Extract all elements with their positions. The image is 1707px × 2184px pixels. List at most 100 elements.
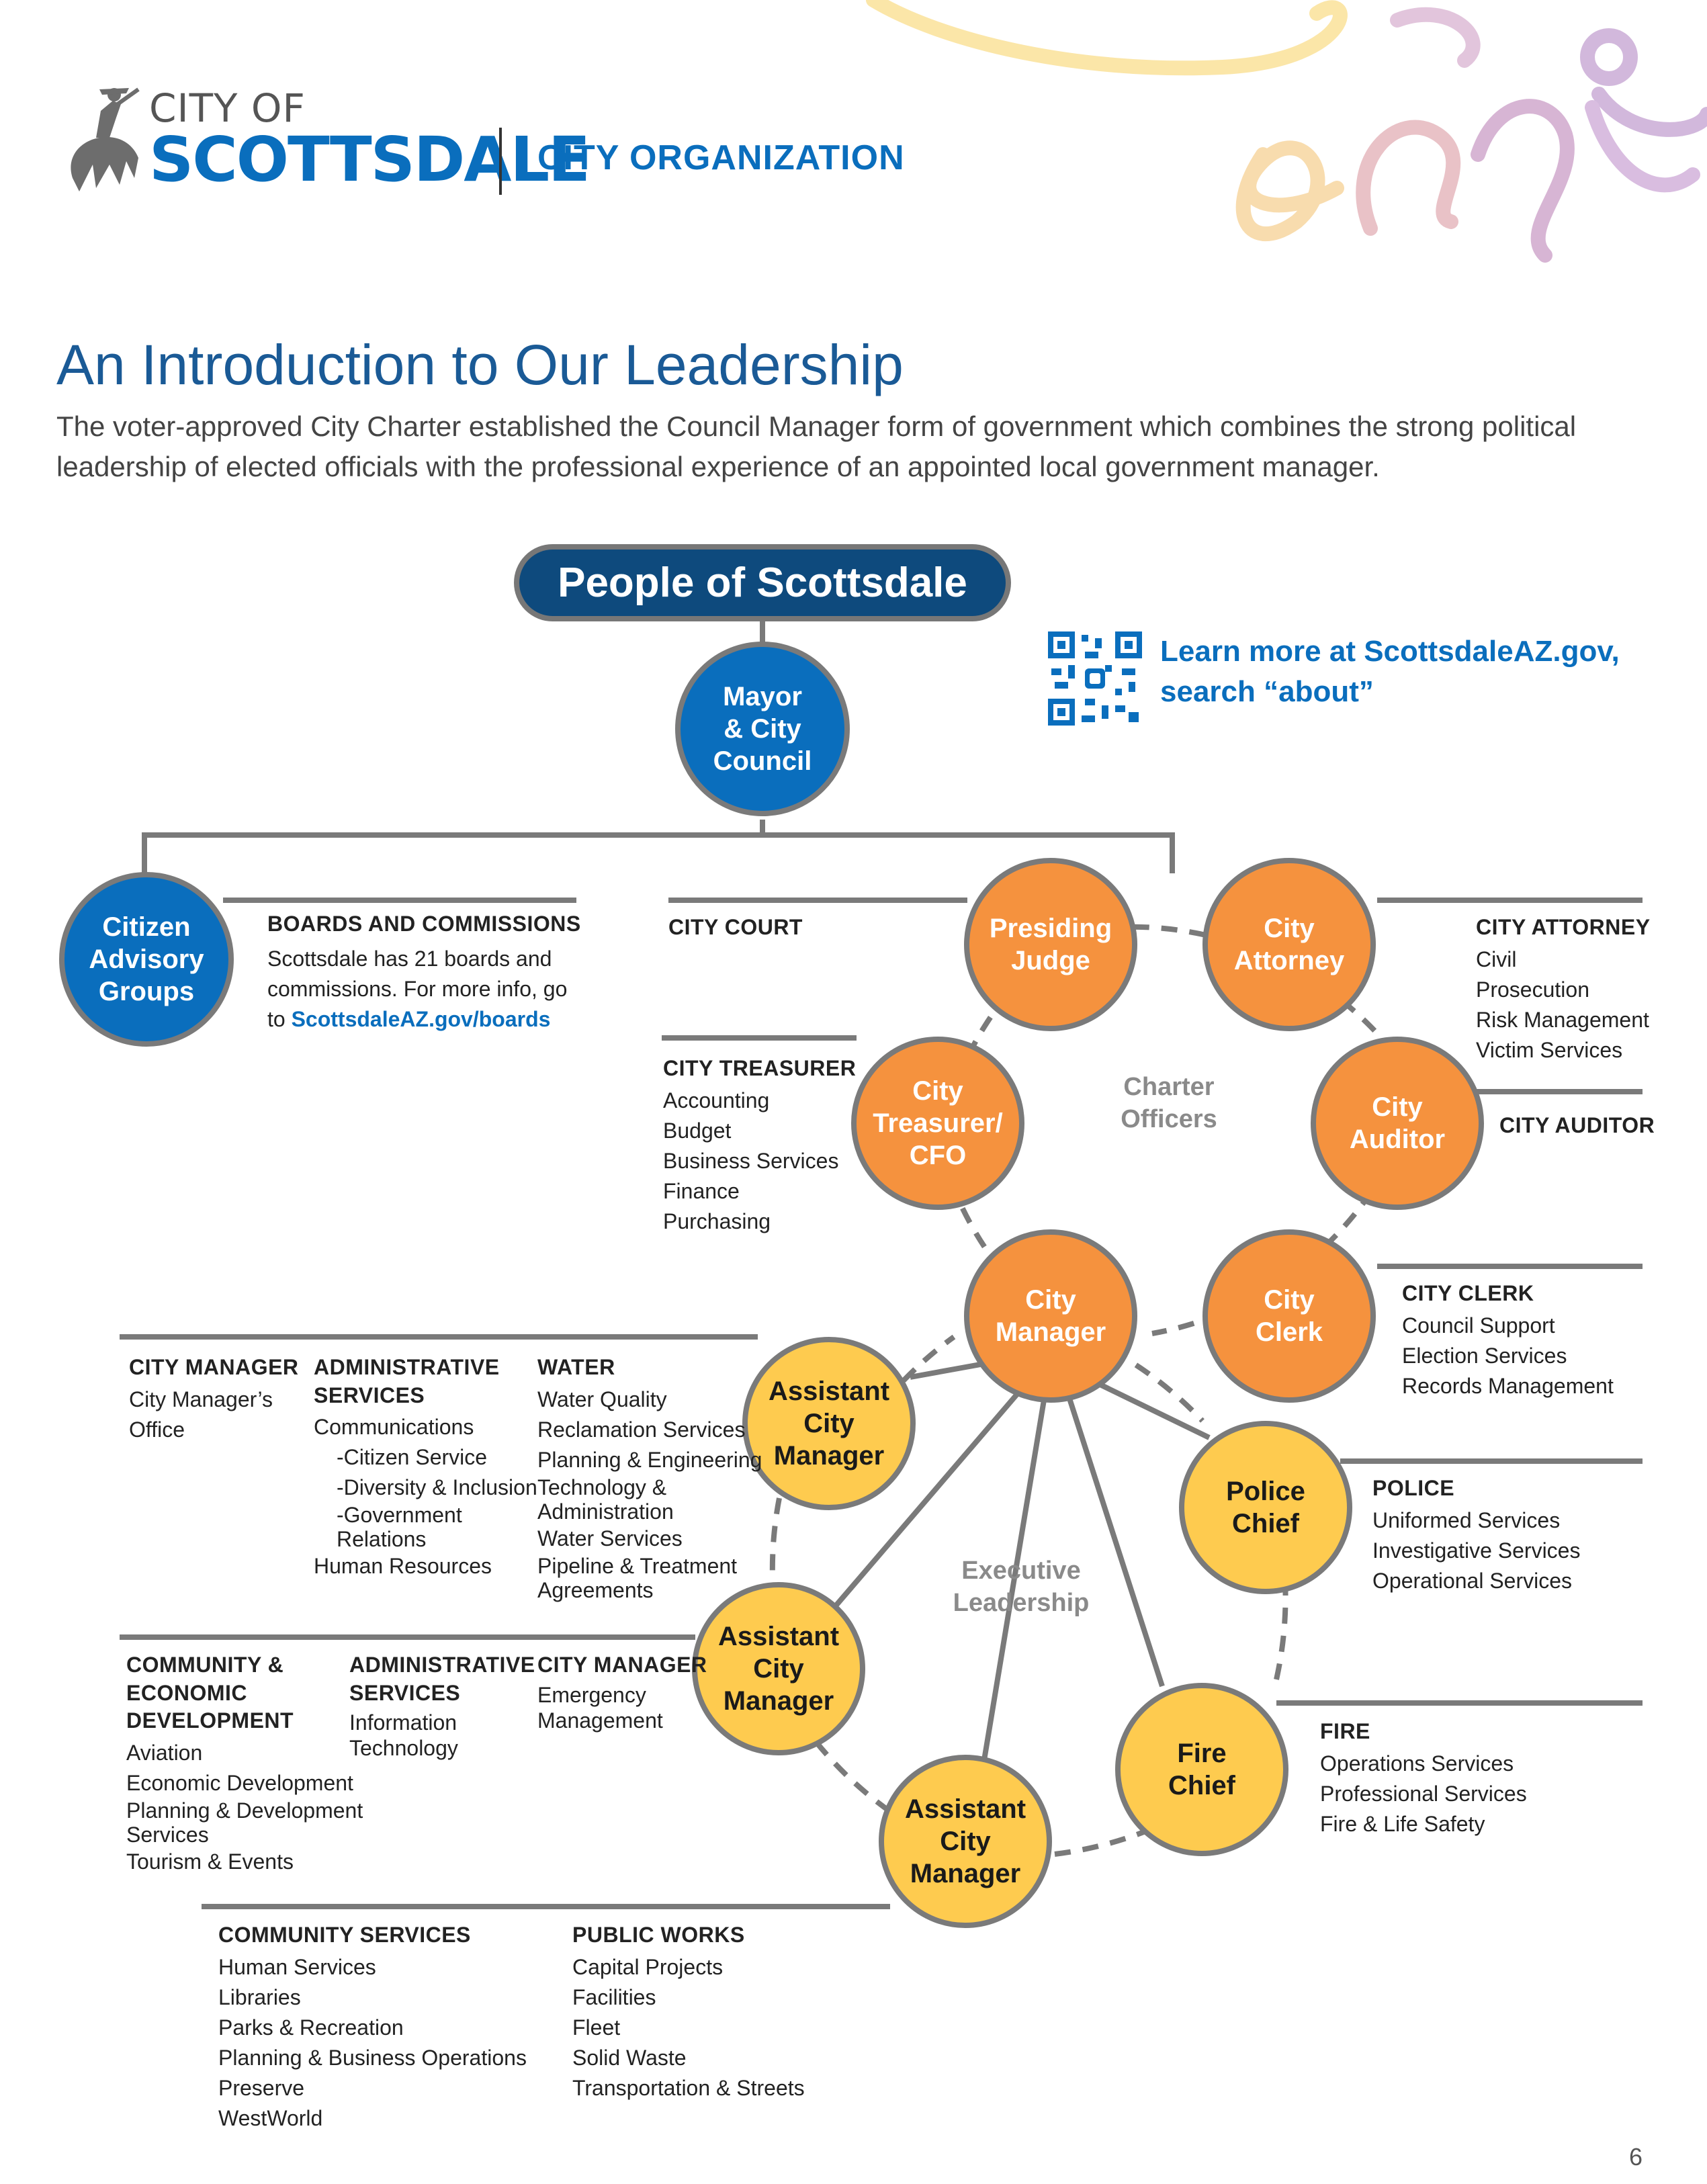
boards-text: Scottsdale has 21 boards and commissions…	[267, 946, 568, 1031]
dept-item: Risk Management	[1476, 1007, 1649, 1032]
dept-item: Solid Waste	[572, 2045, 687, 2070]
dept-administrative-services-1: ADMINISTRATIVE SERVICES Communications -…	[314, 1354, 537, 1581]
dept-item: Records Management	[1402, 1373, 1614, 1398]
police-chief-node: Police Chief	[1179, 1421, 1352, 1594]
dept-item: Information Technology	[349, 1710, 458, 1761]
dept-item: Transportation & Streets	[572, 2075, 805, 2100]
dept-fire: FIRE Operations Services Professional Se…	[1320, 1718, 1527, 1839]
dept-city-manager-office: CITY MANAGER City Manager’s Office	[129, 1354, 299, 1445]
people-of-scottsdale-box: People of Scottsdale	[514, 544, 1011, 621]
dept-heading: COMMUNITY & ECONOMIC DEVELOPMENT	[126, 1653, 294, 1733]
dept-heading: POLICE	[1372, 1476, 1455, 1500]
charter-officers-label: Charter Officers	[1121, 1073, 1217, 1133]
dept-item: Operations Services	[1320, 1751, 1514, 1776]
dept-item: Preserve	[218, 2075, 305, 2100]
dept-subitem: -Government Relations	[337, 1503, 462, 1552]
dept-heading: PUBLIC WORKS	[572, 1923, 745, 1947]
dept-heading: ADMINISTRATIVE SERVICES	[349, 1653, 535, 1705]
assistant-city-manager-2-node: Assistant City Manager	[692, 1582, 865, 1755]
dept-heading: CITY MANAGER	[537, 1653, 707, 1677]
dept-item: Parks & Recreation	[218, 2015, 404, 2040]
dept-police: POLICE Uniformed Services Investigative …	[1372, 1475, 1580, 1596]
dept-heading: ADMINISTRATIVE SERVICES	[314, 1355, 500, 1407]
dept-heading: CITY MANAGER	[129, 1355, 299, 1379]
dept-item: Human Services	[218, 1954, 376, 1979]
dept-city-clerk: CITY CLERK Council Support Election Serv…	[1402, 1280, 1614, 1401]
dept-item: Planning & Development Services	[126, 1798, 363, 1847]
dept-heading: FIRE	[1320, 1719, 1370, 1743]
city-auditor-node: City Auditor	[1311, 1037, 1484, 1210]
header-divider	[499, 128, 502, 195]
dept-heading: COMMUNITY SERVICES	[218, 1923, 471, 1947]
dept-community-economic-development: COMMUNITY & ECONOMIC DEVELOPMENT Aviatio…	[126, 1651, 363, 1877]
dept-subitem: -Diversity & Inclusion	[337, 1475, 537, 1500]
citizen-advisory-groups-node: Citizen Advisory Groups	[59, 872, 234, 1047]
dept-city-attorney: CITY ATTORNEY Civil Prosecution Risk Man…	[1476, 914, 1651, 1065]
mayor-city-council-node: Mayor & City Council	[675, 642, 850, 816]
fire-chief-node: Fire Chief	[1115, 1683, 1288, 1856]
dept-item: Economic Development	[126, 1770, 353, 1795]
dept-item: Finance	[663, 1178, 740, 1203]
boards-heading: BOARDS AND COMMISSIONS	[267, 912, 581, 936]
dept-city-treasurer: CITY TREASURER Accounting Budget Busines…	[663, 1055, 856, 1237]
dept-item: Capital Projects	[572, 1954, 724, 1979]
dept-item: Business Services	[663, 1148, 839, 1173]
dept-administrative-services-2: ADMINISTRATIVE SERVICES Information Tech…	[349, 1651, 535, 1761]
dept-item: Planning & Engineering	[537, 1447, 762, 1472]
dept-item: Reclamation Services	[537, 1417, 746, 1442]
dept-item: Aviation	[126, 1740, 203, 1765]
dept-heading: WATER	[537, 1355, 615, 1379]
city-attorney-node: City Attorney	[1202, 858, 1376, 1031]
dept-item: Purchasing	[663, 1209, 771, 1233]
dept-item: Tourism & Events	[126, 1849, 294, 1874]
dept-item: Technology & Administration	[537, 1475, 674, 1524]
dept-city-court: CITY COURT	[668, 914, 803, 942]
dept-item: Water Services	[537, 1526, 683, 1550]
learn-more-text[interactable]: Learn more at ScottsdaleAZ.gov, search “…	[1160, 631, 1620, 712]
presiding-judge-node: Presiding Judge	[964, 858, 1137, 1031]
dept-heading: CITY TREASURER	[663, 1056, 857, 1080]
dept-item: Uniformed Services	[1372, 1508, 1561, 1532]
dept-item: Operational Services	[1372, 1568, 1573, 1593]
logo-name-text: SCOTTSDALE	[149, 124, 590, 195]
dept-item: Fire & Life Safety	[1320, 1811, 1485, 1836]
dept-heading: CITY CLERK	[1402, 1281, 1534, 1305]
city-treasurer-cfo-node: City Treasurer/ CFO	[851, 1037, 1024, 1210]
dept-item: Water Quality	[537, 1387, 667, 1411]
dept-water: WATER Water Quality Reclamation Services…	[537, 1354, 762, 1602]
dept-item: Investigative Services	[1372, 1538, 1581, 1563]
learn-more-line1: Learn more at ScottsdaleAZ.gov,	[1160, 635, 1620, 668]
dept-item: City Manager’s Office	[129, 1387, 273, 1442]
page-title: An Introduction to Our Leadership	[56, 333, 904, 396]
dept-city-auditor: CITY AUDITOR	[1499, 1112, 1655, 1140]
dept-city-manager-emergency: CITY MANAGER Emergency Management	[537, 1651, 707, 1733]
boards-commissions-block: BOARDS AND COMMISSIONS Scottsdale has 21…	[267, 910, 583, 1035]
dept-item: Accounting	[663, 1088, 770, 1112]
dept-heading: CITY ATTORNEY	[1476, 915, 1651, 939]
assistant-city-manager-3-node: Assistant City Manager	[879, 1755, 1052, 1928]
dept-item: Budget	[663, 1118, 732, 1143]
assistant-city-manager-1-node: Assistant City Manager	[742, 1337, 916, 1510]
city-clerk-node: City Clerk	[1202, 1229, 1376, 1403]
dept-item: Human Resources	[314, 1554, 492, 1579]
dept-item: Libraries	[218, 1984, 301, 2009]
dept-item: Election Services	[1402, 1343, 1567, 1368]
dept-item: Civil	[1476, 947, 1517, 971]
dept-item: Victim Services	[1476, 1037, 1623, 1062]
city-manager-node: City Manager	[964, 1229, 1137, 1403]
dept-subitem: -Citizen Service	[337, 1445, 488, 1470]
learn-more-line2: search “about”	[1160, 675, 1374, 708]
executive-leadership-label: Executive Leadership	[953, 1557, 1090, 1617]
boards-link[interactable]: ScottsdaleAZ.gov/boards	[291, 1006, 551, 1031]
dept-heading: CITY COURT	[668, 915, 803, 939]
page-number: 6	[1629, 2143, 1643, 2171]
logo-city-text: CITY OF	[149, 85, 306, 131]
dept-item: Facilities	[572, 1984, 656, 2009]
dept-item: Prosecution	[1476, 977, 1589, 1002]
dept-item: Pipeline & Treatment Agreements	[537, 1553, 738, 1602]
cowboy-logo-icon	[71, 87, 140, 191]
dept-item: Council Support	[1402, 1313, 1555, 1338]
dept-community-services: COMMUNITY SERVICES Human Services Librar…	[218, 1921, 527, 2134]
section-title: CITY ORGANIZATION	[537, 138, 905, 177]
dept-item: Planning & Business Operations	[218, 2045, 527, 2070]
